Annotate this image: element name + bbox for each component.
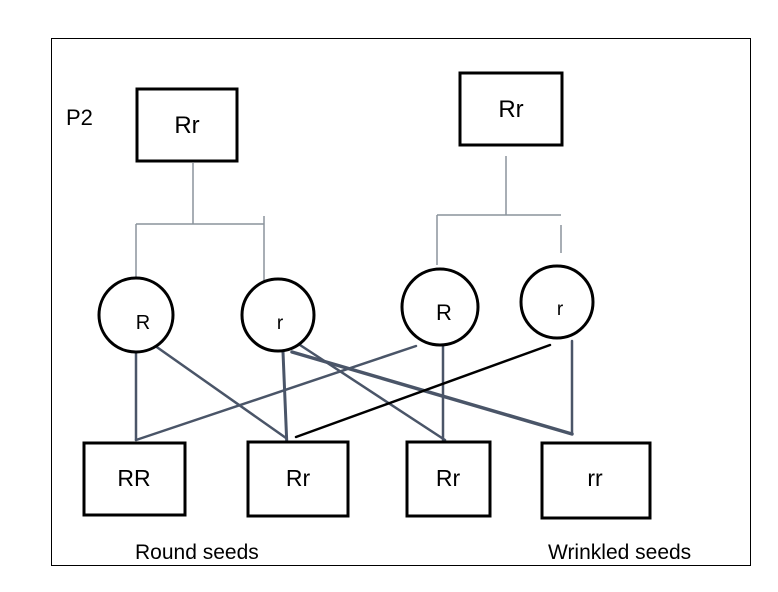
line-gr1-Rr1 — [281, 350, 289, 450]
diagram-frame — [51, 38, 751, 566]
parent-genotype-left: Rr — [174, 112, 199, 139]
fertilization-lines — [134, 334, 574, 450]
offspring-genotype-1: RR — [117, 465, 150, 491]
gamete-allele-2: r — [277, 313, 284, 334]
parent-genotype-right: Rr — [498, 96, 523, 123]
gamete-circle-3 — [400, 267, 480, 347]
parent-gamete-connectors — [135, 156, 562, 284]
offspring-genotype-2: Rr — [286, 465, 311, 491]
parent-box-right — [458, 71, 564, 147]
line-gr2-Rr1 — [294, 343, 552, 439]
gamete-circle-2 — [240, 277, 316, 353]
offspring-box-3 — [405, 440, 492, 518]
gamete-allele-4: r — [557, 299, 564, 320]
offspring-box-4 — [540, 441, 652, 520]
gamete-allele-1: R — [136, 312, 150, 334]
gamete-circle-1 — [97, 276, 175, 354]
offspring-box-1 — [82, 441, 187, 517]
phenotype-label-wrinkled: Wrinkled seeds — [548, 541, 691, 564]
offspring-box-2 — [246, 440, 350, 518]
line-gR2-RR — [134, 344, 418, 442]
offspring-genotype-4: rr — [587, 465, 603, 491]
parent-box-left — [135, 87, 239, 163]
phenotype-label-round: Round seeds — [135, 541, 259, 564]
line-gr1-rr — [290, 350, 574, 436]
offspring-genotype-3: Rr — [436, 465, 461, 491]
gamete-allele-3: R — [436, 300, 452, 325]
line-gR1-Rr1 — [149, 341, 288, 440]
gamete-circle-4 — [519, 264, 595, 340]
generation-label: P2 — [66, 105, 93, 130]
